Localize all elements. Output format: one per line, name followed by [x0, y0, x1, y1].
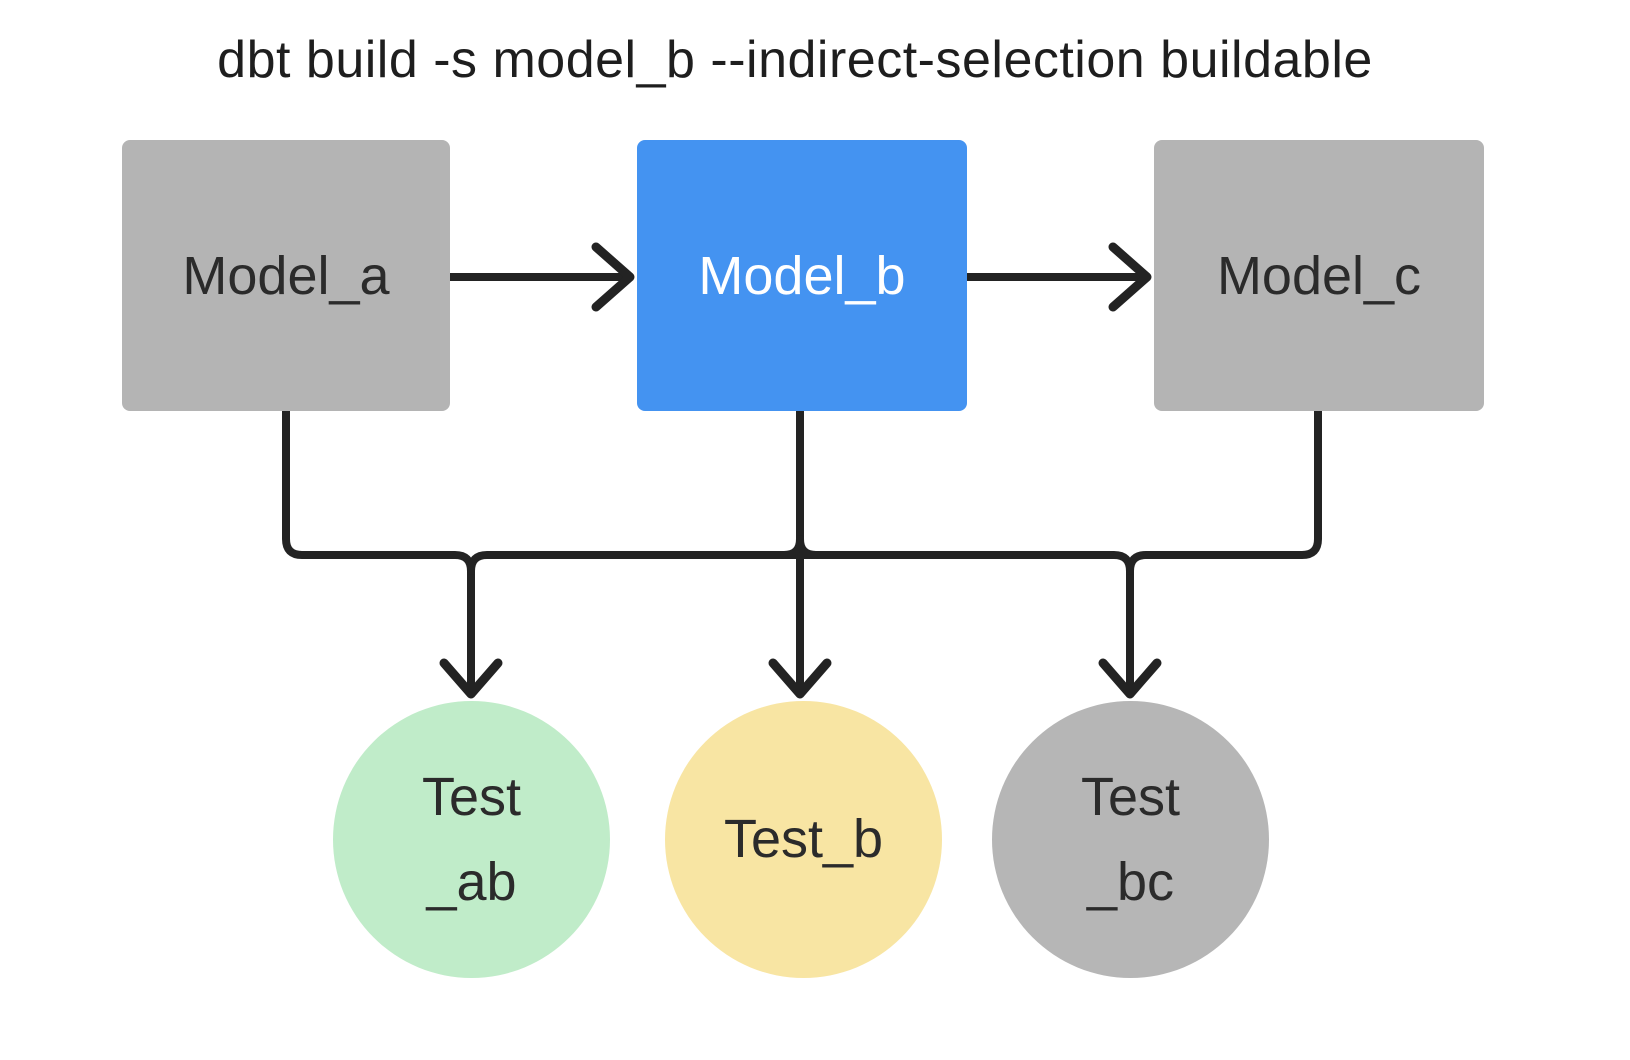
- edge-fillet-model-b-right: [796, 535, 820, 559]
- node-test-b-label: Test_b: [723, 809, 884, 869]
- node-model-c: Model_c: [1154, 140, 1484, 411]
- arrowhead-into-test-b: [768, 658, 832, 699]
- node-model-b-label: Model_b: [698, 245, 906, 306]
- node-model-a-label: Model_a: [182, 245, 390, 306]
- node-test-bc: Test _bc: [992, 701, 1269, 978]
- arrowhead-into-model-c: [1108, 242, 1152, 312]
- node-model-c-label: Model_c: [1216, 245, 1422, 306]
- edge-model-c-to-test-bc: [1126, 407, 1322, 575]
- node-test-b: Test_b: [665, 701, 942, 978]
- arrowhead-into-model-b: [591, 242, 635, 312]
- arrowhead-into-test-bc: [1098, 658, 1162, 699]
- diagram-title: dbt build -s model_b --indirect-selectio…: [217, 31, 1373, 89]
- node-model-b: Model_b: [637, 140, 967, 411]
- node-test-bc-label: Test _bc: [1080, 766, 1181, 912]
- edge-model-a-to-test-ab: [282, 407, 475, 696]
- node-test-ab-label: Test _ab: [421, 766, 522, 912]
- node-test-ab: Test _ab: [333, 701, 610, 978]
- node-model-a: Model_a: [122, 140, 450, 411]
- arrowhead-into-test-ab: [439, 658, 503, 699]
